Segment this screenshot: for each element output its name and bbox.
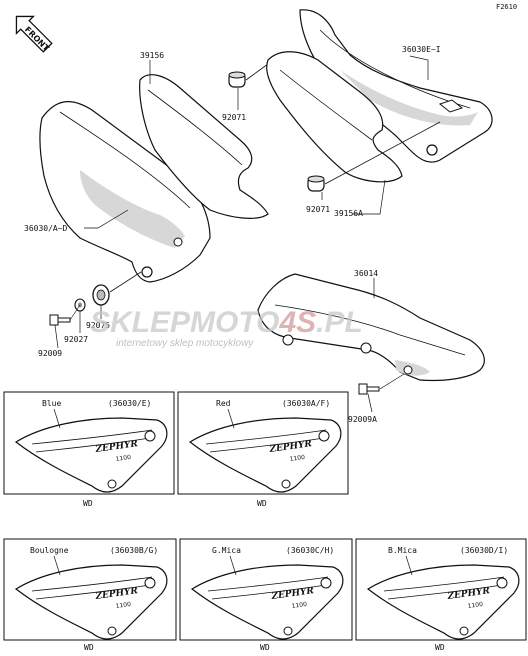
chain-cover-36014-part xyxy=(257,273,485,382)
cover-stripe xyxy=(35,584,151,600)
front-arrow-icon: FRONT xyxy=(15,15,53,53)
callout-39156a: 39156A xyxy=(334,209,363,218)
cover-stripe xyxy=(205,429,327,445)
variant-color-label: Blue xyxy=(42,399,61,408)
cover-stripe xyxy=(387,584,503,600)
side-cover-silhouette xyxy=(14,417,168,493)
variant-market-label: WD xyxy=(260,643,270,652)
variant-color-label: Red xyxy=(216,399,231,408)
grommet-92071-lower-part xyxy=(307,175,325,192)
variant-market-label: WD xyxy=(84,643,94,652)
callout-36030e: 36030E~I xyxy=(402,45,441,54)
callout-92071-upper: 92071 xyxy=(222,113,246,122)
bolt-92009-part xyxy=(49,314,71,326)
cover-stripe xyxy=(35,437,151,453)
figure-code: F2610 xyxy=(496,3,517,11)
variant-color-label: B.Mica xyxy=(388,546,417,555)
decal-size-text: 1100 xyxy=(289,454,305,463)
cover-stripe xyxy=(31,429,153,445)
cover-stripe xyxy=(207,576,329,592)
variant-boxes: ZEPHYR1100Blue(36030/E)WDZEPHYR1100Red(3… xyxy=(3,391,527,652)
mount-hole-icon xyxy=(107,479,117,489)
mount-hole-icon xyxy=(144,430,156,442)
watermark: SKLEPMOTO4S.PL internetowy sklep motocyk… xyxy=(90,306,363,349)
grommet-92075-part xyxy=(92,284,110,306)
variant-color-label: G.Mica xyxy=(212,546,241,555)
pad-39156-part xyxy=(139,74,269,219)
decal-size-text: 1100 xyxy=(115,601,131,610)
variant-frame xyxy=(179,538,353,641)
watermark-brand-accent: 4S xyxy=(278,306,316,339)
variant-leader xyxy=(53,408,61,429)
decal-size-text: 1100 xyxy=(467,601,483,610)
variant-market-label: WD xyxy=(435,643,445,652)
decal-size-text: 1100 xyxy=(115,454,131,463)
side-cover-silhouette xyxy=(14,564,168,640)
side-cover-silhouette xyxy=(188,417,342,493)
variant-code-label: (36030D/I) xyxy=(460,546,508,555)
callout-92027: 92027 xyxy=(64,335,88,344)
variant-market-label: WD xyxy=(257,499,267,508)
side-cover-left-part xyxy=(39,101,211,283)
pad-39156a-part xyxy=(266,51,403,183)
watermark-tagline: internetowy sklep motocyklowy xyxy=(116,338,254,349)
side-cover-silhouette xyxy=(366,564,520,640)
mount-hole-icon xyxy=(283,626,293,636)
grommet-92071-upper-part xyxy=(228,71,246,88)
cover-stripe xyxy=(209,437,325,453)
callout-36030a: 36030/A~D xyxy=(24,224,68,233)
callout-92071-lower: 92071 xyxy=(306,205,330,214)
variant-frame xyxy=(355,538,527,641)
side-cover-silhouette xyxy=(190,564,344,640)
variant-market-label: WD xyxy=(83,499,93,508)
decal-size-text: 1100 xyxy=(291,601,307,610)
variant-color-label: Boulogne xyxy=(30,546,69,555)
mount-hole-icon xyxy=(318,430,330,442)
variant-leader xyxy=(227,408,235,429)
callout-92075: 92075 xyxy=(86,321,110,330)
callout-92009: 92009 xyxy=(38,349,62,358)
bolt-92009a-part xyxy=(358,383,380,395)
variant-code-label: (36030C/H) xyxy=(286,546,334,555)
watermark-brand-main: SKLEPMOTO xyxy=(90,306,279,339)
leader-lines xyxy=(54,55,429,413)
variant-frame xyxy=(177,391,349,495)
mount-hole-icon xyxy=(107,626,117,636)
mount-hole-icon xyxy=(144,577,156,589)
variant-leader xyxy=(405,555,413,576)
cover-stripe xyxy=(383,576,505,592)
cover-stripe xyxy=(31,576,153,592)
mount-hole-icon xyxy=(459,626,469,636)
svg-text:SKLEPMOTO4S.PL: SKLEPMOTO4S.PL xyxy=(90,306,363,339)
cover-stripe xyxy=(211,584,327,600)
variant-code-label: (36030/E) xyxy=(108,399,151,408)
watermark-brand-tld: .PL xyxy=(316,306,363,339)
mount-hole-icon xyxy=(496,577,508,589)
callout-36014: 36014 xyxy=(354,269,378,278)
mount-hole-icon xyxy=(320,577,332,589)
mount-hole-icon xyxy=(281,479,291,489)
variant-frame xyxy=(3,391,175,495)
variant-leader xyxy=(53,555,61,576)
variant-leader xyxy=(229,555,237,576)
callout-39156: 39156 xyxy=(140,51,164,60)
variant-code-label: (36030B/G) xyxy=(110,546,158,555)
variant-code-label: (36030A/F) xyxy=(282,399,330,408)
variant-frame xyxy=(3,538,177,641)
callout-92009a: 92009A xyxy=(348,415,377,424)
